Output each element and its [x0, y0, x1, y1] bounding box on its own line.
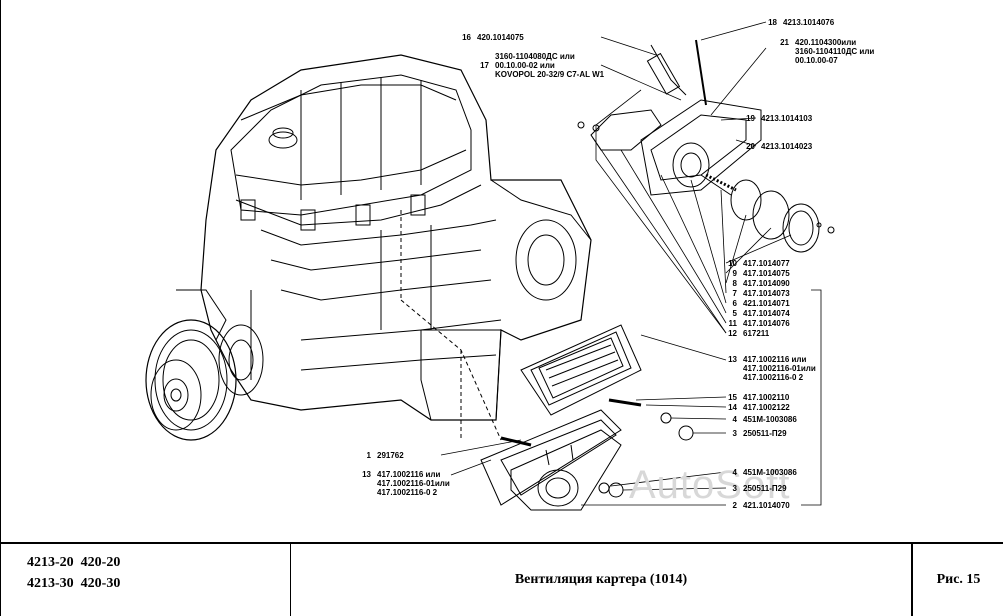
model-list: 4213-20 420-20 4213-30 420-30 — [1, 544, 291, 616]
part-number: 250511-П29 — [743, 484, 787, 493]
part-line: KOVOPOL 20-32/9 C7-AL W1 — [495, 70, 605, 79]
part-number: 291762 — [377, 451, 404, 460]
callout-number: 5 — [732, 309, 737, 318]
part-line: 417.1002116-01или — [743, 364, 816, 373]
callout-21: 21 420.1104300или 3160-1104110ДС или 00.1… — [777, 38, 874, 65]
part-line: 417.1002116-01или — [377, 479, 450, 488]
part-line: 417.1002116-0 2 — [743, 373, 804, 382]
part-line: 3160-1104110ДС или — [795, 47, 875, 56]
callout-number: 11 — [728, 319, 737, 328]
part-number: 417.1014090 — [743, 279, 790, 288]
callout-9: 9 417.1014075 — [725, 269, 790, 278]
part-number: 4213.1014023 — [761, 142, 813, 151]
part-number: 417.1002122 — [743, 403, 790, 412]
part-number: 250511-П29 — [743, 429, 787, 438]
callout-18: 18 4213.1014076 — [765, 18, 834, 27]
part-number: 417.1002110 — [743, 393, 790, 402]
part-number: 4213.1014103 — [761, 114, 813, 123]
callout-number: 3 — [732, 484, 737, 493]
engine-exploded-diagram — [145, 21, 835, 511]
lower-cover — [480, 409, 624, 511]
part-number: 417.1014077 — [743, 259, 790, 268]
breather-assembly — [577, 39, 835, 253]
leader-lines — [440, 21, 822, 506]
callout-14: 14 417.1002122 — [725, 403, 790, 412]
callout-13-right: 13 417.1002116 или 417.1002116-01или 417.… — [725, 355, 816, 382]
callout-4-bottom: 4 451М-1003086 — [725, 468, 797, 477]
callout-20: 20 4213.1014023 — [743, 142, 812, 151]
part-line: 3160-1104080ДС или — [495, 52, 575, 61]
callout-17: 3160-1104080ДС или 17 00.10.00-02 или KOV… — [477, 52, 604, 79]
part-number: 417.1014074 — [743, 309, 790, 318]
part-line: 00.10.00-07 — [795, 56, 838, 65]
callout-3-bottom: 3 250511-П29 — [725, 484, 787, 493]
part-number: 451М-1003086 — [743, 415, 797, 424]
callout-number: 14 — [728, 403, 737, 412]
watermark: AutoSoft — [629, 463, 791, 507]
part-number: 421.1014070 — [743, 501, 790, 510]
part-number: 417.1014073 — [743, 289, 790, 298]
part-line: 417.1002116 или — [743, 355, 807, 364]
pulley-assembly — [145, 289, 264, 441]
figure-number-text: Рис. 15 — [936, 572, 981, 587]
callout-10: 10 417.1014077 — [725, 259, 790, 268]
callout-number: 15 — [728, 393, 737, 402]
callout-number: 12 — [728, 329, 737, 338]
callout-number: 4 — [732, 468, 737, 477]
oil-separator — [520, 324, 694, 441]
callout-number: 9 — [732, 269, 737, 278]
callout-number: 7 — [732, 289, 737, 298]
part-number: 451М-1003086 — [743, 468, 797, 477]
callout-number: 1 — [366, 451, 371, 460]
callout-1: 1 291762 — [359, 451, 404, 460]
callout-4-mid: 4 451М-1003086 — [725, 415, 797, 424]
callout-3-mid: 3 250511-П29 — [725, 429, 787, 438]
callout-2: 2 421.1014070 — [725, 501, 790, 510]
part-line: 417.1002116-0 2 — [377, 488, 438, 497]
callout-number: 17 — [480, 61, 489, 70]
callout-number: 13 — [362, 470, 371, 479]
model-line: 4213-20 420-20 — [27, 555, 121, 570]
callout-7: 7 417.1014073 — [725, 289, 790, 298]
title-block: 4213-20 420-20 4213-30 420-30 Вентиляция… — [1, 542, 1003, 616]
part-number: 421.1014071 — [743, 299, 790, 308]
callout-15: 15 417.1002110 — [725, 393, 789, 402]
callout-number: 13 — [728, 355, 737, 364]
callout-number: 20 — [746, 142, 755, 151]
callout-number: 8 — [732, 279, 737, 288]
callout-11: 11 417.1014076 — [725, 319, 790, 328]
callout-number: 21 — [780, 38, 789, 47]
oil-pan — [420, 329, 502, 421]
callout-number: 2 — [732, 501, 737, 510]
callout-5: 5 417.1014074 — [725, 309, 790, 318]
part-line: 417.1002116 или — [377, 470, 441, 479]
callout-number: 19 — [746, 114, 755, 123]
callout-number: 16 — [462, 33, 471, 42]
callout-number: 3 — [732, 429, 737, 438]
callout-number: 10 — [728, 259, 737, 268]
model-line: 4213-30 420-30 — [27, 576, 121, 591]
part-number: 420.1014075 — [477, 33, 524, 42]
callout-number: 6 — [732, 299, 737, 308]
figure-number: Рис. 15 — [913, 544, 1003, 616]
part-line: 420.1104300или — [795, 38, 857, 47]
callout-13-left: 13 417.1002116 или 417.1002116-01или 417.… — [359, 470, 450, 497]
callout-8: 8 417.1014090 — [725, 279, 790, 288]
callout-19: 19 4213.1014103 — [743, 114, 812, 123]
callout-12: 12 617211 — [725, 329, 769, 338]
callout-number: 18 — [768, 18, 777, 27]
drawing-title-text: Вентиляция картера (1014) — [514, 572, 688, 587]
callout-6: 6 421.1014071 — [725, 299, 790, 308]
part-number: 4213.1014076 — [783, 18, 835, 27]
callout-number: 4 — [732, 415, 737, 424]
callout-16: 16 420.1014075 — [459, 33, 524, 42]
drawing-title: Вентиляция картера (1014) — [291, 544, 913, 616]
part-number: 417.1014075 — [743, 269, 790, 278]
part-number: 617211 — [743, 329, 770, 338]
part-number: 417.1014076 — [743, 319, 790, 328]
part-line: 00.10.00-02 или — [495, 61, 555, 70]
